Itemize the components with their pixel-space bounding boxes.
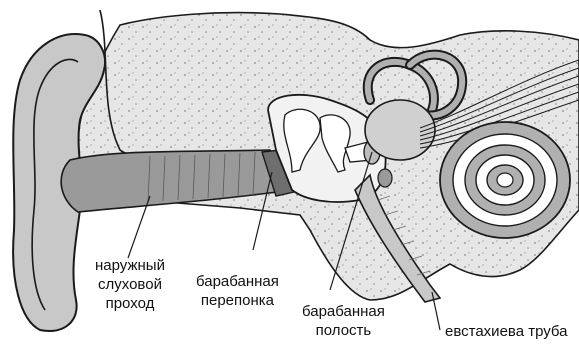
eardrum-label-line-2: перепонка bbox=[196, 291, 279, 310]
eardrum-label-line-1: барабанная bbox=[196, 272, 279, 291]
tube-opening bbox=[378, 169, 392, 187]
ear-canal-label-line-2: слуховой bbox=[95, 275, 165, 294]
tympanic-cavity-label-line-2: полость bbox=[302, 321, 385, 340]
eustachian-tube-label: евстахиева труба bbox=[445, 322, 568, 341]
eustachian-tube-label-line-1: евстахиева труба bbox=[445, 322, 568, 341]
cochlea bbox=[440, 122, 570, 238]
ear-canal-label-line-3: проход bbox=[95, 294, 165, 313]
eardrum-label: барабанная перепонка bbox=[196, 272, 279, 310]
ear-canal-label-line-1: наружный bbox=[95, 256, 165, 275]
tympanic-cavity-label-line-1: барабанная bbox=[302, 302, 385, 321]
tympanic-cavity-label: барабанная полость bbox=[302, 302, 385, 340]
ear-canal-label: наружный слуховой проход bbox=[95, 256, 165, 313]
